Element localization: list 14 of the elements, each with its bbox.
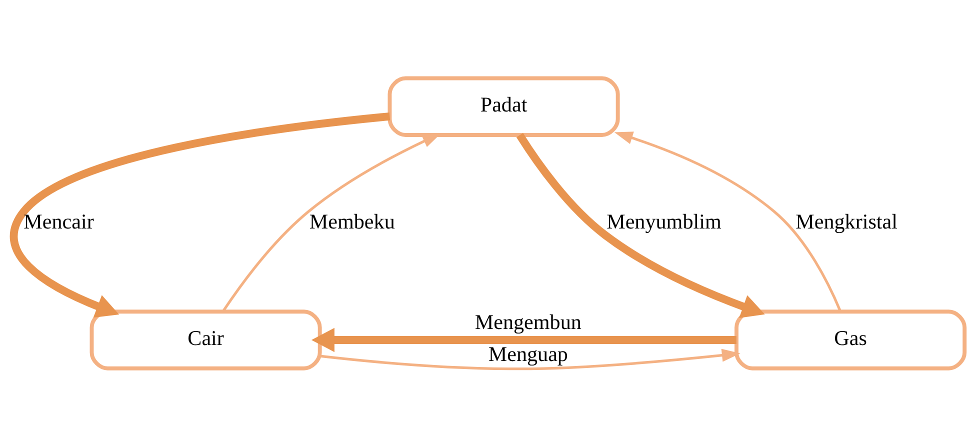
edge-label: Mengembun xyxy=(474,310,582,334)
arrow xyxy=(516,132,765,318)
arrow xyxy=(311,327,736,352)
arrow xyxy=(614,131,842,312)
edge-label: Membeku xyxy=(309,208,395,233)
edge-label: Mengkristal xyxy=(796,208,898,233)
edge-label: Menguap xyxy=(488,341,568,366)
node-box: Gas xyxy=(734,309,967,370)
arrow xyxy=(320,348,740,370)
arrow xyxy=(10,112,390,318)
node-box: Padat xyxy=(388,76,620,136)
edge-label: Mencair xyxy=(24,208,94,233)
edge-label: Menyumblim xyxy=(606,208,722,233)
node-box: Cair xyxy=(90,309,322,370)
